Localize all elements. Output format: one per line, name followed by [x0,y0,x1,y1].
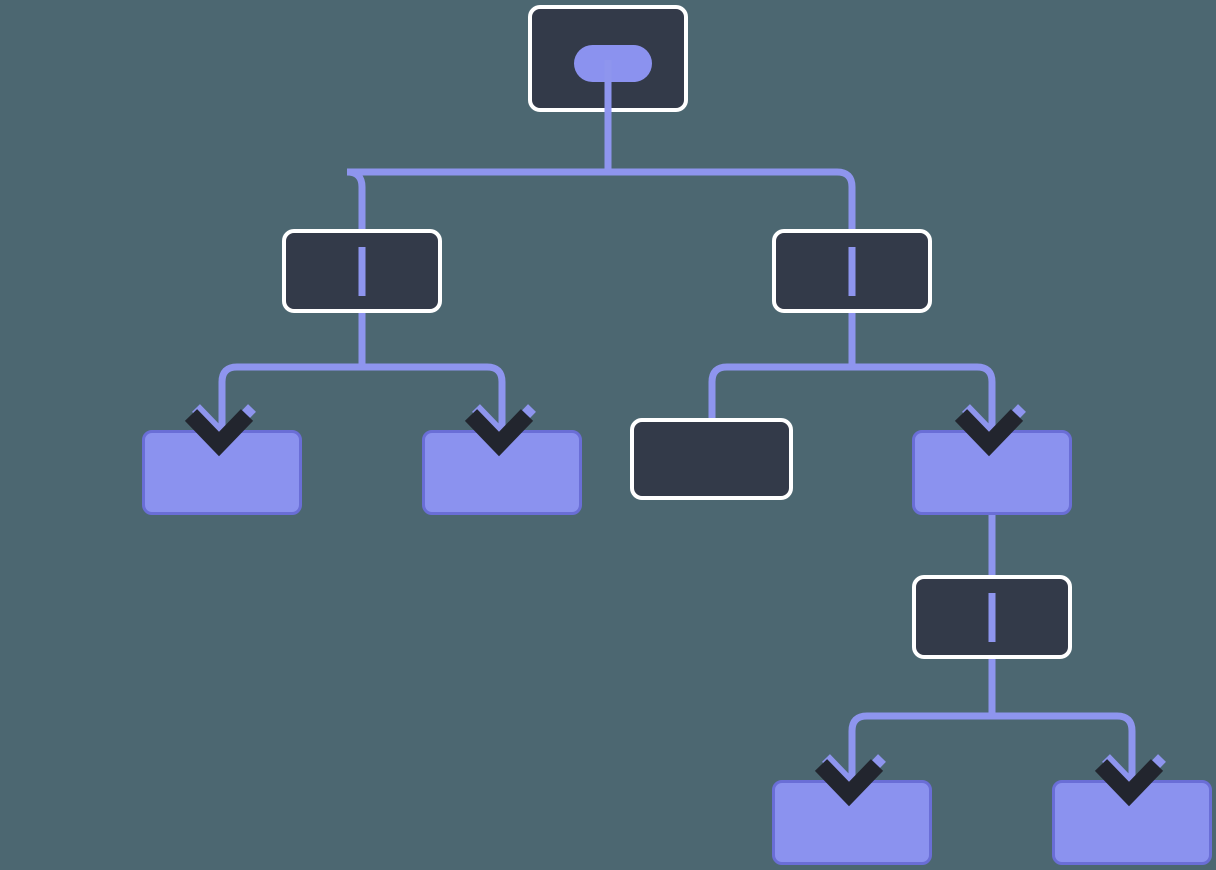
node-l2b[interactable] [772,229,932,313]
node-l3c[interactable] [630,418,793,500]
node-l3d[interactable] [912,430,1072,515]
node-l5b[interactable] [1052,780,1212,865]
root-pill-shape [574,45,652,82]
edge-root-to-l2b [608,168,856,250]
node-l4a[interactable] [912,575,1072,659]
edge-l2b-to-l3c [708,363,852,418]
edge-l2b-to-l3d [852,363,996,440]
node-l3a[interactable] [142,430,302,515]
edge-l2a-to-l3a [218,363,362,440]
edge-l2a-to-l3b [362,363,506,440]
edge-l4a-to-l5a [848,712,992,790]
node-root[interactable] [528,5,688,112]
edge-root-to-l2a [346,168,608,250]
edge-l4a-to-l5b [992,712,1136,790]
node-l2a[interactable] [282,229,442,313]
node-l3b[interactable] [422,430,582,515]
node-l5a[interactable] [772,780,932,865]
